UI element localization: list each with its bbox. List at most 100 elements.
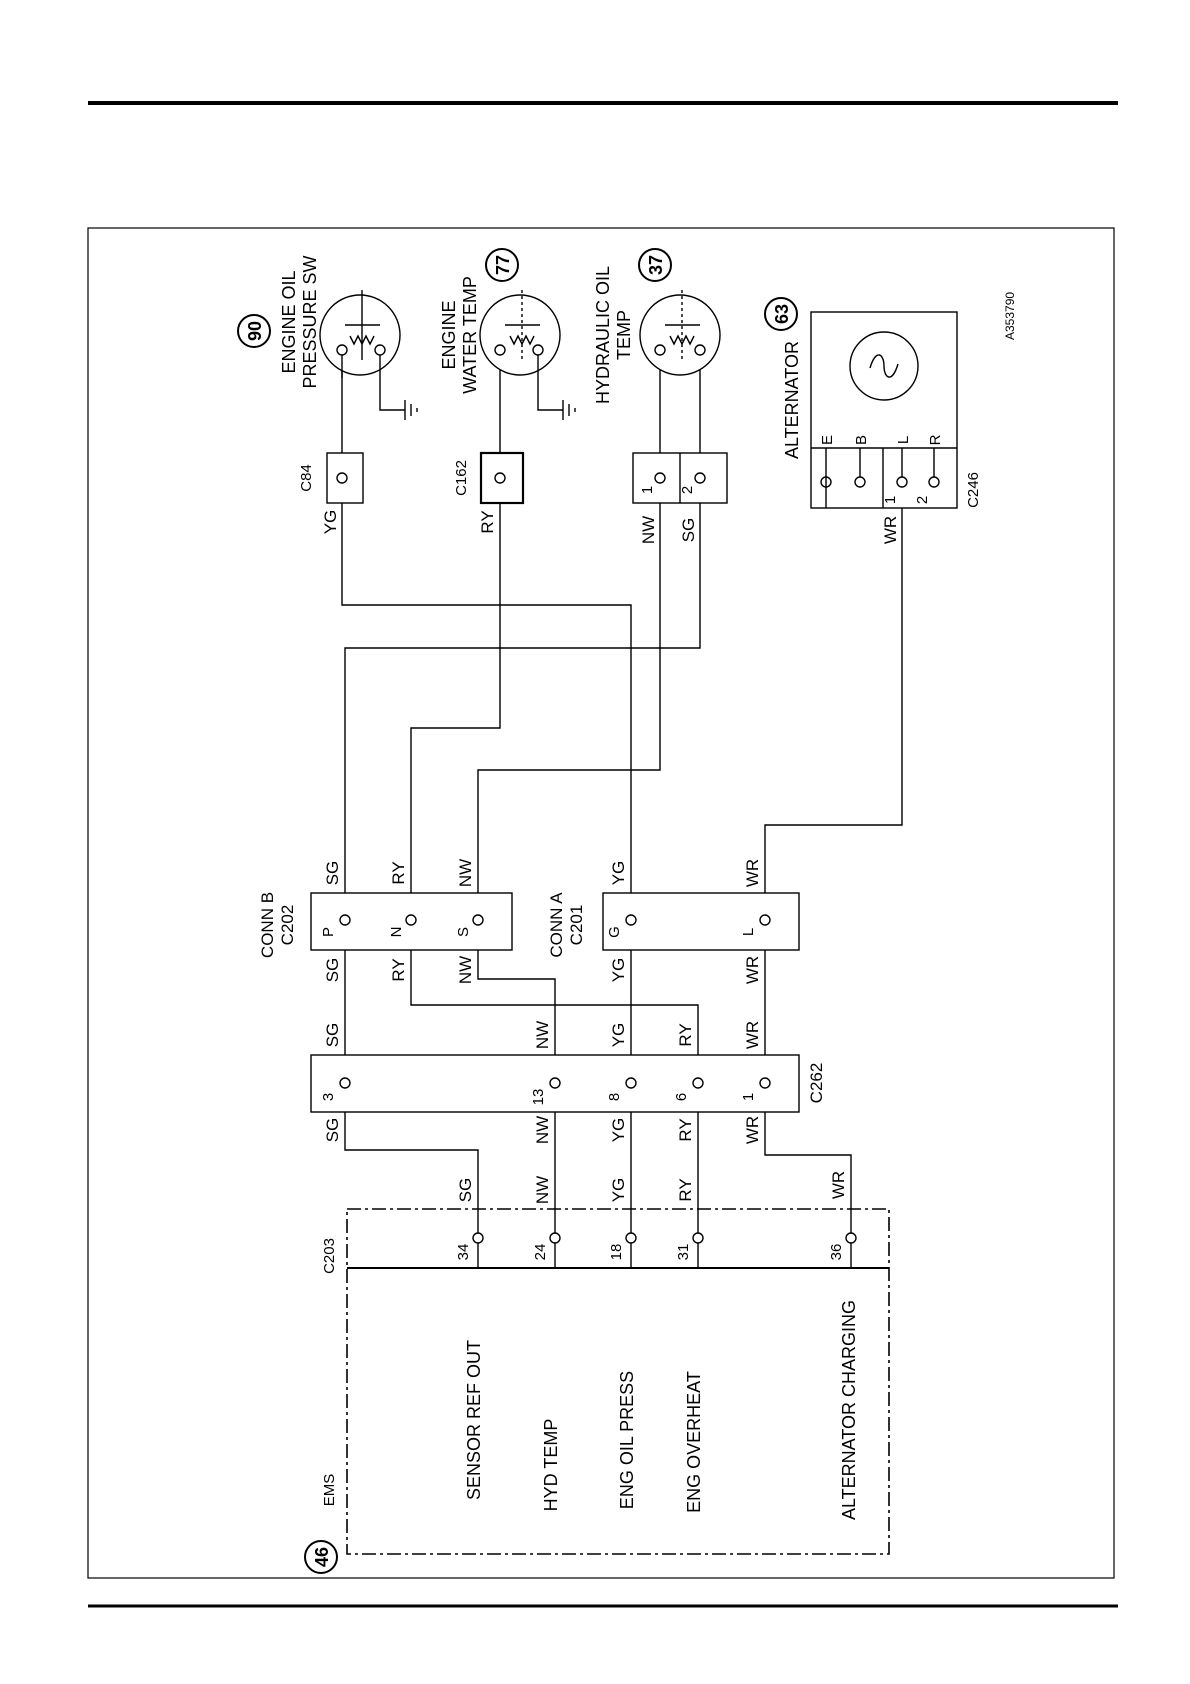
- svg-text:C246: C246: [965, 472, 982, 508]
- svg-text:C262: C262: [807, 1063, 826, 1104]
- svg-text:WR: WR: [881, 516, 900, 544]
- svg-text:CONN A: CONN A: [547, 892, 566, 958]
- svg-text:C202: C202: [278, 905, 297, 946]
- svg-text:SG: SG: [679, 518, 698, 543]
- ems-wire-labels: SG NW YG RY WR: [456, 1171, 848, 1204]
- svg-text:SG: SG: [456, 1178, 475, 1203]
- svg-text:1: 1: [639, 486, 656, 494]
- svg-text:RY: RY: [676, 1023, 695, 1046]
- svg-text:L: L: [740, 928, 757, 936]
- ems-function-eng-overheat: ENG OVERHEAT: [684, 1371, 704, 1513]
- svg-text:90: 90: [245, 321, 265, 341]
- sensor-engine-oil-pressure: 90 ENGINE OIL PRESSURE SW: [237, 255, 418, 420]
- ems-function-hyd-temp: HYD TEMP: [541, 1419, 561, 1512]
- label-engine: ENGINE: [439, 300, 459, 369]
- svg-text:P: P: [320, 927, 337, 937]
- svg-text:NW: NW: [533, 1116, 552, 1144]
- svg-text:C84: C84: [298, 464, 315, 492]
- svg-text:YG: YG: [321, 510, 340, 535]
- badge-77: [485, 248, 519, 282]
- svg-text:YG: YG: [609, 1118, 628, 1143]
- connector-conn-b: P N S CONN B C202 SG RY NW SG RY NW: [258, 859, 513, 984]
- svg-text:E: E: [819, 435, 836, 445]
- connector-c262: 3 13 8 6 1 C262 SG NW YG RY WR SG NW YG …: [310, 1021, 826, 1144]
- svg-text:YG: YG: [609, 1178, 628, 1203]
- svg-text:RY: RY: [676, 1178, 695, 1201]
- svg-text:YG: YG: [609, 958, 628, 983]
- ems-function-sensor-ref: SENSOR REF OUT: [464, 1340, 484, 1500]
- drawing-ref: A353790: [1003, 292, 1017, 340]
- connector-conn-a: G L CONN A C201 YG WR YG WR: [547, 859, 800, 984]
- label-water-temp: WATER TEMP: [460, 276, 480, 394]
- badge-37: [638, 248, 672, 282]
- svg-text:NW: NW: [533, 1176, 552, 1204]
- svg-text:B: B: [853, 435, 870, 445]
- sensor-hydraulic-oil-temp: 37 HYDRAULIC OIL TEMP: [593, 248, 721, 404]
- connector-hyd: 1 2 NW SG: [632, 452, 728, 544]
- svg-text:RY: RY: [676, 1118, 695, 1141]
- svg-text:RY: RY: [389, 861, 408, 884]
- badge-46: [304, 1540, 338, 1574]
- svg-text:N: N: [388, 927, 405, 938]
- svg-text:13: 13: [530, 1089, 547, 1106]
- svg-text:CONN B: CONN B: [258, 892, 277, 958]
- svg-text:3: 3: [320, 1093, 337, 1101]
- svg-text:R: R: [927, 434, 944, 445]
- svg-text:63: 63: [772, 304, 792, 324]
- ems-connector-label: C203: [321, 1238, 338, 1274]
- label-engine-oil: ENGINE OIL: [279, 270, 299, 373]
- svg-text:RY: RY: [389, 958, 408, 981]
- svg-text:RY: RY: [478, 510, 497, 533]
- connector-c162: C162 RY: [453, 451, 525, 534]
- svg-text:NW: NW: [533, 1021, 552, 1049]
- wire-ry: [410, 335, 699, 1238]
- svg-text:NW: NW: [639, 516, 658, 544]
- svg-text:34: 34: [455, 1244, 472, 1261]
- badge-90: [237, 314, 271, 348]
- ems-function-alternator-charging: ALTERNATOR CHARGING: [839, 1300, 859, 1520]
- svg-text:C201: C201: [567, 905, 586, 946]
- svg-text:1: 1: [740, 1093, 757, 1101]
- ems-module: 34 24 18 31 36 C203 EMS SENSOR REF OUT H…: [304, 1208, 890, 1574]
- svg-text:NW: NW: [456, 956, 475, 984]
- svg-text:YG: YG: [609, 1023, 628, 1048]
- sensor-engine-water-temp: 77 ENGINE WATER TEMP: [439, 248, 576, 420]
- svg-text:WR: WR: [829, 1171, 848, 1199]
- ems-label: EMS: [321, 1474, 338, 1507]
- svg-text:31: 31: [675, 1244, 692, 1261]
- ems-function-eng-oil-press: ENG OIL PRESS: [617, 1371, 637, 1509]
- wire-nw: [477, 335, 661, 1238]
- label-pressure-sw: PRESSURE SW: [300, 255, 320, 388]
- svg-text:WR: WR: [743, 956, 762, 984]
- svg-text:18: 18: [608, 1244, 625, 1261]
- wire-wr: [764, 482, 903, 1238]
- svg-text:46: 46: [312, 1547, 332, 1567]
- svg-text:36: 36: [828, 1244, 845, 1261]
- svg-text:C162: C162: [453, 460, 470, 496]
- svg-text:6: 6: [673, 1093, 690, 1101]
- svg-text:SG: SG: [323, 861, 342, 886]
- svg-text:SG: SG: [323, 958, 342, 983]
- svg-text:2: 2: [679, 486, 696, 494]
- svg-text:YG: YG: [609, 861, 628, 886]
- svg-text:SG: SG: [323, 1023, 342, 1048]
- svg-text:37: 37: [646, 255, 666, 275]
- svg-text:S: S: [455, 927, 472, 937]
- svg-text:8: 8: [606, 1093, 623, 1101]
- svg-text:WR: WR: [743, 859, 762, 887]
- svg-text:WR: WR: [743, 1021, 762, 1049]
- svg-text:WR: WR: [743, 1116, 762, 1144]
- svg-text:SG: SG: [323, 1118, 342, 1143]
- svg-text:2: 2: [914, 496, 931, 504]
- badge-63: [764, 297, 798, 331]
- svg-text:L: L: [895, 436, 912, 444]
- label-temp: TEMP: [614, 310, 634, 360]
- svg-text:24: 24: [532, 1244, 549, 1261]
- svg-text:1: 1: [882, 496, 899, 504]
- label-hydraulic-oil: HYDRAULIC OIL: [593, 266, 613, 404]
- svg-text:77: 77: [493, 255, 513, 275]
- svg-text:NW: NW: [456, 859, 475, 887]
- label-alternator: ALTERNATOR: [782, 341, 802, 459]
- connector-c84: C84 YG: [298, 452, 364, 535]
